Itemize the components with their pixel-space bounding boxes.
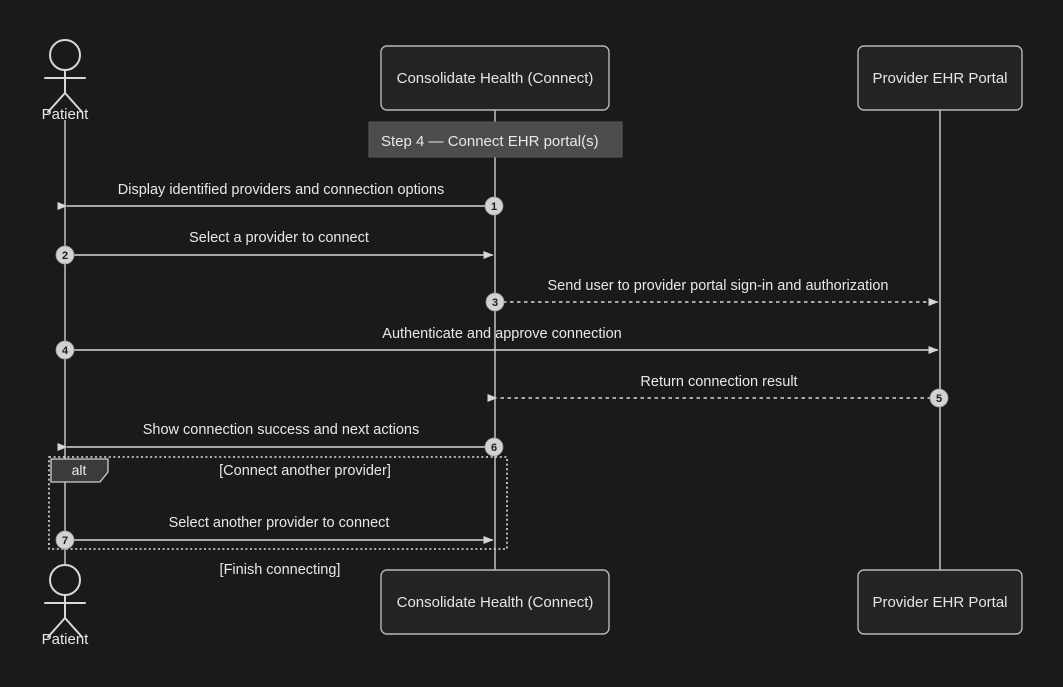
participant-label-patient-bottom: Patient — [42, 631, 90, 648]
message-1-label: Display identified providers and connect… — [118, 182, 444, 198]
message-4-label: Authenticate and approve connection — [382, 326, 621, 342]
message-2[interactable]: Select a provider to connect 2 — [55, 230, 494, 265]
message-6-seqnum: 6 — [491, 442, 497, 454]
message-7[interactable]: Select another provider to connect 7 — [55, 515, 494, 550]
actor-leg-left-bottom-icon — [47, 617, 66, 638]
message-7-label: Select another provider to connect — [169, 515, 390, 531]
participant-connect-top[interactable]: Consolidate Health (Connect) — [380, 45, 610, 111]
note-label: Step 4 — Connect EHR portal(s) — [381, 133, 599, 150]
participant-portal-top[interactable]: Provider EHR Portal — [857, 45, 1023, 111]
message-7-seqnum-circle — [55, 530, 75, 550]
participant-label-patient-top: Patient — [42, 106, 90, 123]
participant-box-portal-bottom[interactable] — [857, 569, 1023, 635]
message-3-seqnum-circle — [485, 292, 505, 312]
message-7-seqnum: 7 — [62, 535, 68, 547]
participant-box-connect-top[interactable] — [380, 45, 610, 111]
participant-label-connect-bottom: Consolidate Health (Connect) — [397, 594, 594, 611]
alt-tag-label: alt — [72, 462, 87, 478]
message-1-seqnum: 1 — [491, 201, 497, 213]
alt-fragment: alt [Connect another provider] [Finish c… — [48, 456, 508, 578]
alt-condition-1: [Finish connecting] — [220, 562, 341, 578]
participant-portal-bottom[interactable]: Provider EHR Portal — [857, 569, 1023, 635]
actor-leg-right-bottom-icon — [64, 617, 83, 638]
message-3[interactable]: Send user to provider portal sign-in and… — [485, 278, 939, 312]
message-5-seqnum-circle — [929, 388, 949, 408]
message-5-seqnum: 5 — [936, 393, 942, 405]
alt-fragment-border — [48, 456, 508, 550]
message-2-seqnum: 2 — [62, 250, 68, 262]
message-4[interactable]: Authenticate and approve connection 4 — [55, 326, 939, 360]
participant-patient-bottom[interactable]: Patient — [42, 564, 90, 648]
alt-condition-0: [Connect another provider] — [219, 463, 391, 479]
message-6-seqnum-circle — [484, 437, 504, 457]
actor-head-icon — [49, 39, 81, 71]
message-5-label: Return connection result — [640, 374, 797, 390]
message-4-seqnum: 4 — [62, 345, 69, 357]
message-3-seqnum: 3 — [492, 297, 498, 309]
participant-label-connect-top: Consolidate Health (Connect) — [397, 70, 594, 87]
message-1-seqnum-circle — [484, 196, 504, 216]
note-box — [368, 121, 623, 158]
message-2-seqnum-circle — [55, 245, 75, 265]
message-1[interactable]: Display identified providers and connect… — [57, 182, 504, 216]
message-5[interactable]: Return connection result 5 — [487, 374, 949, 408]
participant-box-connect-bottom[interactable] — [380, 569, 610, 635]
participant-label-portal-bottom: Provider EHR Portal — [872, 594, 1007, 611]
message-4-seqnum-circle — [55, 340, 75, 360]
message-2-label: Select a provider to connect — [189, 230, 369, 246]
message-6-label: Show connection success and next actions — [143, 422, 419, 438]
participant-label-portal-top: Provider EHR Portal — [872, 70, 1007, 87]
message-3-label: Send user to provider portal sign-in and… — [548, 278, 889, 294]
message-6[interactable]: Show connection success and next actions… — [57, 422, 504, 457]
actor-leg-left-icon — [47, 92, 66, 113]
actor-head-bottom-icon — [49, 564, 81, 596]
participant-box-portal-top[interactable] — [857, 45, 1023, 111]
participant-connect-bottom[interactable]: Consolidate Health (Connect) — [380, 569, 610, 635]
actor-leg-right-icon — [64, 92, 83, 113]
alt-tag-shape — [50, 458, 109, 483]
note-step-4: Step 4 — Connect EHR portal(s) — [368, 121, 623, 158]
participant-patient-top[interactable]: Patient — [42, 39, 90, 123]
